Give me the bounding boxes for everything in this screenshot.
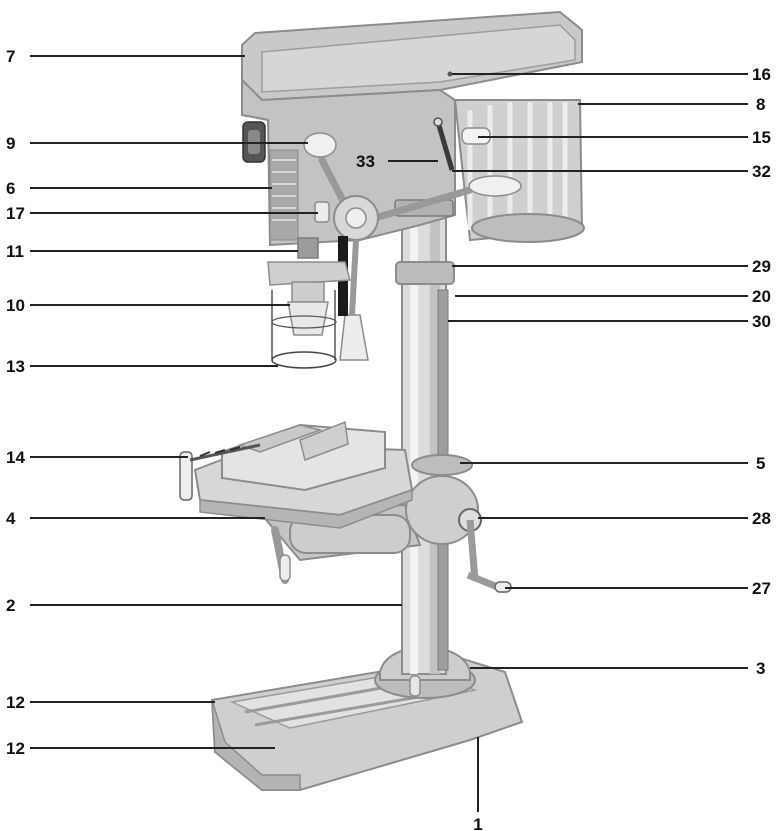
belt-tension-knob[interactable] [433, 117, 455, 171]
label-4: 4 [6, 509, 16, 528]
table-clamp-lever[interactable] [271, 526, 291, 584]
column-collar [395, 261, 455, 285]
feed-handles[interactable] [303, 132, 522, 361]
label-13: 13 [6, 357, 25, 376]
label-14: 14 [6, 448, 25, 467]
label-33: 33 [356, 152, 375, 171]
label-9: 9 [6, 134, 15, 153]
label-7: 7 [6, 47, 15, 66]
label-27: 27 [752, 579, 771, 598]
chuck-guard [271, 290, 337, 369]
vice-handle[interactable] [179, 443, 261, 501]
label-17: 17 [6, 204, 25, 223]
label-2: 2 [6, 596, 15, 615]
label-29: 29 [752, 257, 771, 276]
label-6: 6 [6, 179, 15, 198]
leader-lines [30, 55, 748, 812]
label-11: 11 [6, 242, 24, 261]
label-28: 28 [752, 509, 771, 528]
label-1: 1 [473, 815, 482, 831]
drill-chuck [287, 281, 329, 336]
label-15: 15 [752, 128, 771, 147]
crank-handle[interactable] [458, 508, 512, 594]
chuck-guard-bracket [267, 261, 351, 286]
label-3: 3 [756, 659, 765, 678]
label-5: 5 [756, 454, 765, 473]
label-32: 32 [752, 162, 771, 181]
label-20: 20 [752, 287, 771, 306]
label-16: 16 [752, 65, 771, 84]
label-10: 10 [6, 296, 25, 315]
belt-cover [241, 10, 583, 102]
label-12-bottom: 12 [6, 739, 25, 758]
label-30: 30 [752, 312, 771, 331]
label-12-top: 12 [6, 693, 25, 712]
label-8: 8 [756, 95, 765, 114]
